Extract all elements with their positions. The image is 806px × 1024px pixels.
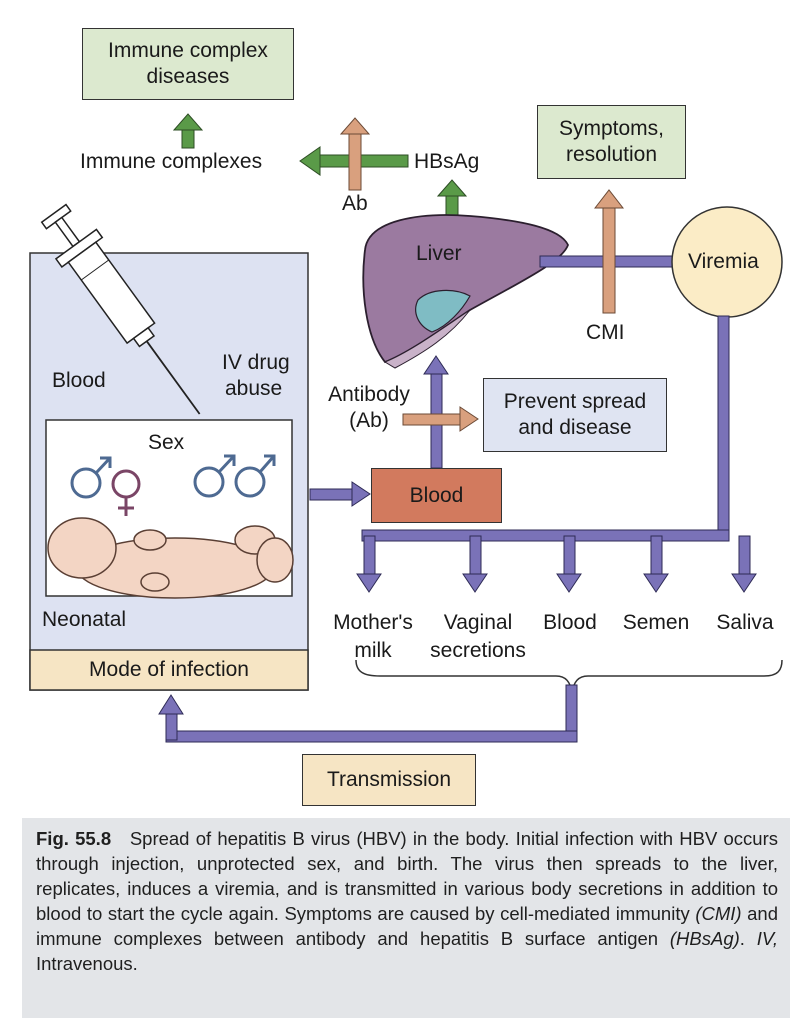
male-symbol-1: [70, 456, 112, 499]
blood-center-label: Blood: [409, 483, 464, 507]
tan-arrow-cmi-head: [593, 189, 625, 209]
male-symbol-3: [234, 454, 276, 498]
secretion-arrow-head: [356, 573, 382, 593]
green-arrow-head-3: [436, 179, 468, 197]
secretion-saliva: Saliva: [708, 609, 782, 637]
secretion-semen: Semen: [616, 609, 696, 637]
hbv-spread-diagram: Immune complex diseases Immune complexes…: [29, 28, 783, 806]
syringe-icon: [40, 203, 201, 415]
antibody-line2: (Ab): [349, 409, 389, 432]
liver-lower-lobe: [383, 309, 471, 369]
secretion-vaginal: Vaginal secretions: [418, 609, 538, 665]
green-arrow-stem-3: [445, 193, 459, 217]
gallbladder-shape: [415, 289, 471, 333]
green-arrow-stem-2: [317, 154, 409, 168]
return-arrow-head: [158, 694, 184, 715]
blood-liver-arrow-head: [423, 355, 449, 375]
viremia-down-line: [717, 315, 730, 539]
secretion-arrow-stem: [363, 535, 376, 577]
symptoms-line2: resolution: [565, 143, 658, 166]
secretion-line: Blood: [543, 611, 597, 634]
caption-hbsag: (HBsAg): [669, 928, 740, 949]
cmi-label: CMI: [586, 321, 625, 344]
caption-text-4: Intravenous.: [36, 953, 138, 974]
green-arrow-head-1: [172, 113, 204, 131]
figure-caption: Fig. 55.8 Spread of hepatitis B virus (H…: [22, 818, 790, 1018]
diagram-graphics: [29, 113, 783, 743]
iv-line1: IV drug: [222, 351, 290, 374]
distribution-line: [361, 529, 730, 542]
immune-disease-line1: Immune complex: [108, 39, 268, 62]
secretion-arrow-head: [731, 573, 757, 593]
symptoms-resolution-box: Symptoms, resolution: [537, 105, 686, 179]
immune-complexes-label: Immune complexes: [80, 150, 263, 173]
tan-arrow-cmi-stem: [602, 204, 616, 314]
secretion-line: Vaginal: [443, 611, 513, 634]
blood-left-label: Blood: [52, 369, 106, 392]
mode-blood-arrow-stem: [309, 488, 356, 501]
secretion-arrow-head: [462, 573, 488, 593]
mode-of-infection-label: Mode of infection: [89, 658, 249, 681]
antibody-line1: Antibody: [328, 383, 410, 406]
secretion-line: milk: [354, 639, 392, 662]
secretion-arrow-stem: [469, 535, 482, 577]
prevent-spread-box: Prevent spread and disease: [483, 378, 667, 452]
secretion-arrow-head: [643, 573, 669, 593]
tan-arrow-ab-stem: [348, 129, 362, 191]
secretion-arrow-stem: [563, 535, 576, 577]
caption-text-3: .: [739, 928, 757, 949]
female-symbol: [111, 469, 141, 516]
mode-blood-arrow-head: [351, 481, 371, 507]
liver-label: Liver: [416, 242, 462, 265]
transmission-label: Transmission: [326, 768, 452, 791]
viremia-label: Viremia: [688, 250, 759, 273]
hbsag-label: HBsAg: [414, 150, 480, 173]
secretion-line: Saliva: [716, 611, 774, 634]
transmission-box: Transmission: [302, 754, 476, 806]
neonatal-label: Neonatal: [42, 608, 127, 631]
return-line-horizontal: [165, 730, 578, 743]
green-arrow-stem-1: [181, 127, 195, 149]
sex-label: Sex: [148, 431, 185, 454]
secretion-arrow-stem: [650, 535, 663, 577]
iv-drug-label: IV drug abuse: [222, 350, 290, 402]
neonate-figure: [47, 517, 294, 599]
symptoms-line1: Symptoms,: [558, 117, 665, 140]
liver-shape: [362, 214, 569, 364]
prevent-line1: Prevent spread: [503, 390, 647, 413]
green-arrow-head-2: [299, 146, 321, 176]
antibody-arrow-head: [459, 406, 479, 432]
secretion-line: Mother's: [333, 611, 413, 634]
immune-complex-diseases-box: Immune complex diseases: [82, 28, 294, 100]
immune-disease-line2: diseases: [146, 65, 230, 88]
blood-center-box: Blood: [371, 468, 502, 523]
secretion-line: secretions: [430, 639, 526, 662]
antibody-label: Antibody (Ab): [319, 382, 419, 434]
ab-label: Ab: [342, 192, 368, 215]
secretion-mothers-milk: Mother's milk: [324, 609, 422, 665]
caption-fig-number: Fig. 55.8: [36, 828, 112, 849]
caption-text-1: Spread of hepatitis B virus (HBV) in the…: [36, 828, 779, 924]
iv-line2: abuse: [225, 377, 283, 400]
return-line-up: [165, 711, 178, 741]
caption-iv: IV,: [756, 928, 778, 949]
caption-text-2: and immune complexes between antibody an…: [36, 903, 778, 949]
prevent-line2: and disease: [518, 416, 632, 439]
secretion-arrow-head: [556, 573, 582, 593]
caption-cmi: (CMI): [695, 903, 742, 924]
secretion-arrows: [356, 535, 757, 593]
male-symbol-2: [193, 454, 236, 498]
tan-arrow-ab-head: [339, 117, 371, 135]
secretion-blood: Blood: [536, 609, 604, 637]
secretion-line: Semen: [622, 611, 690, 634]
secretion-arrow-stem: [738, 535, 751, 577]
mode-label-band: [29, 649, 309, 691]
